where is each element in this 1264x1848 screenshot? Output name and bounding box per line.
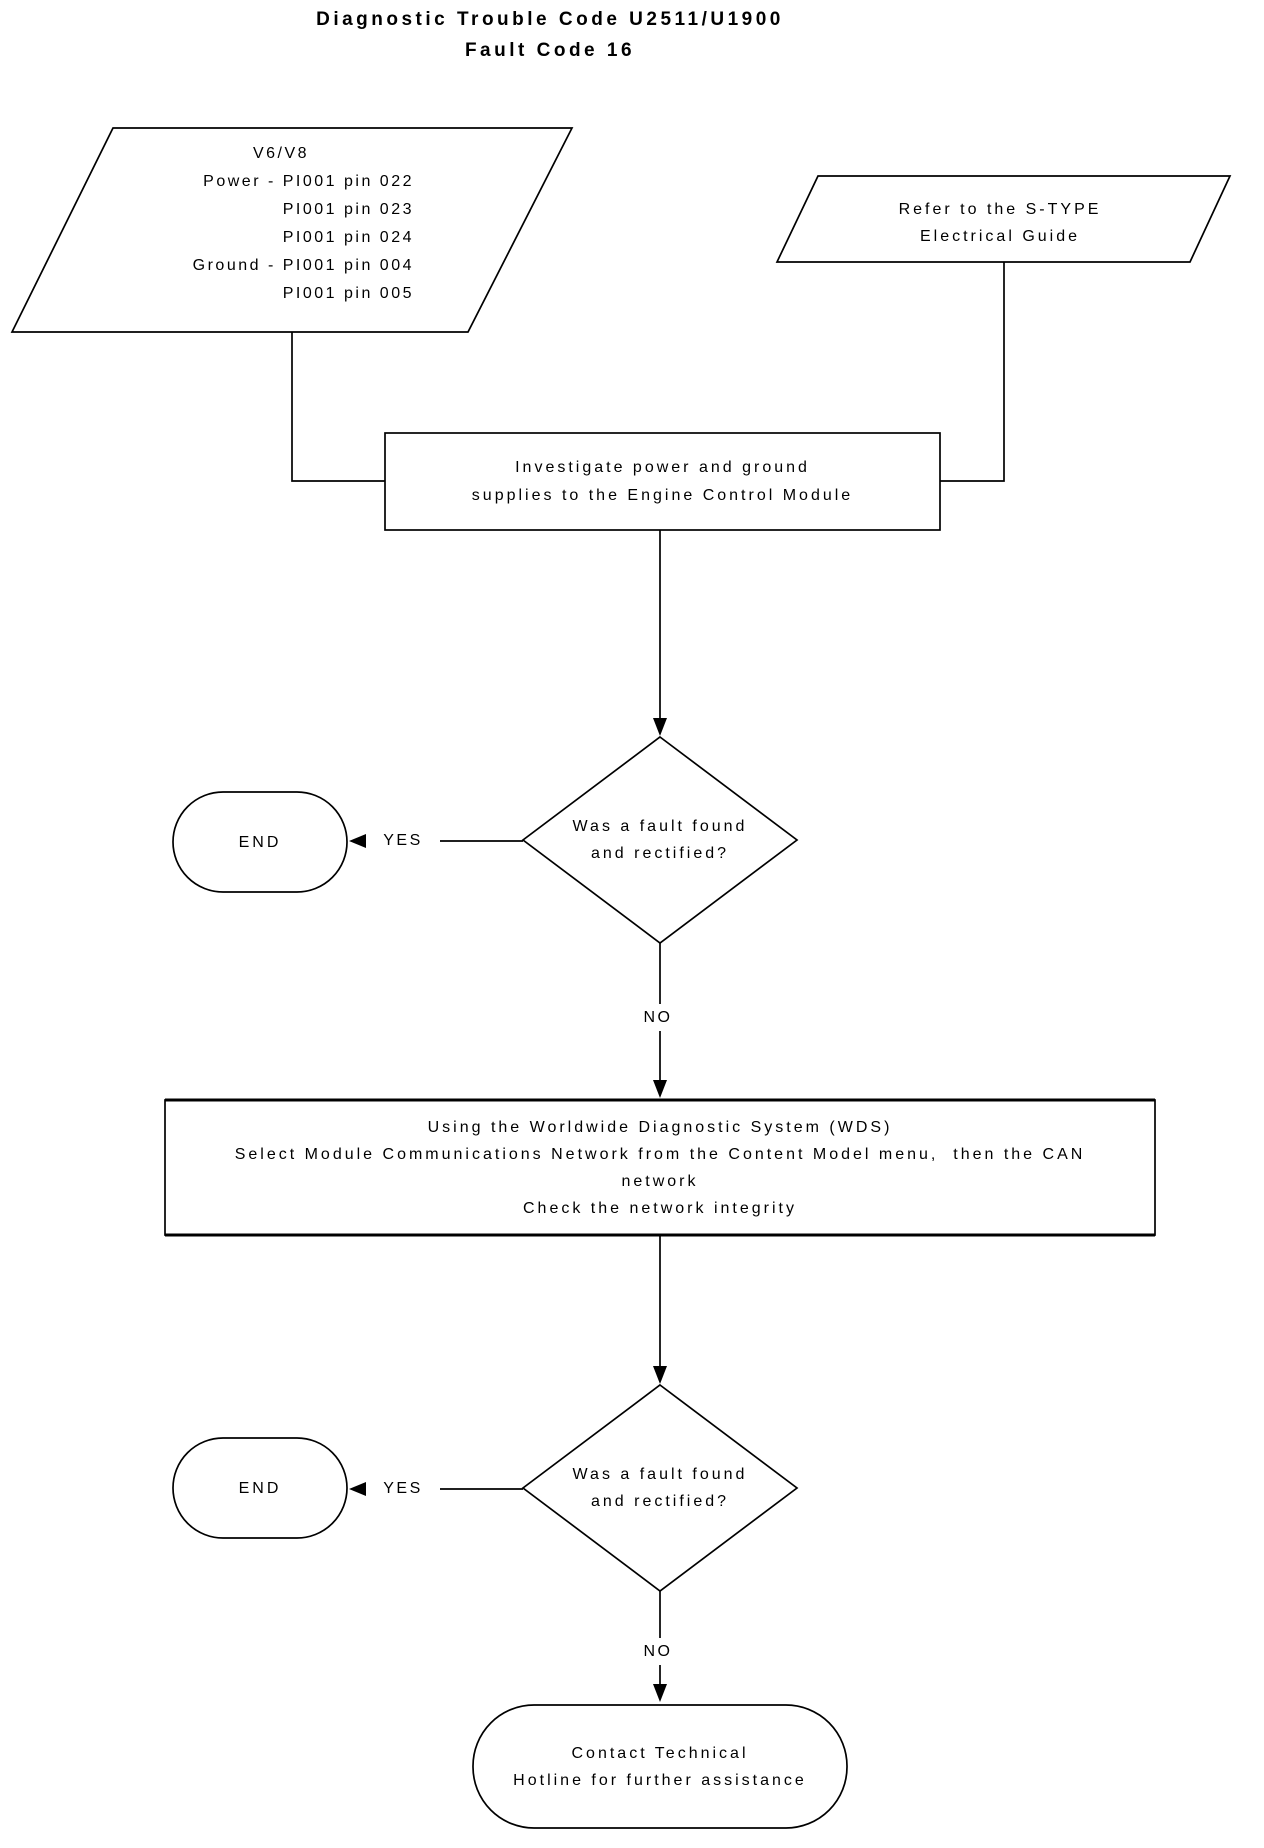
node-electrical-guide: Refer to the S-TYPE Electrical Guide	[830, 196, 1170, 250]
node-investigate: Investigate power and ground supplies to…	[385, 433, 940, 530]
edge-label-yes-2: YES	[366, 1476, 440, 1502]
pin-info-line: V6/V8	[252, 145, 310, 162]
node-pin-info: V6/V8 Power - PI001 pin 022 PI001 pin 02…	[148, 140, 414, 308]
wds-line: network	[621, 1172, 699, 1190]
decision-fault-1-line: and rectified?	[590, 845, 730, 862]
decision-fault-2-line: and rectified?	[590, 1493, 730, 1510]
arrowhead-decision2	[653, 1366, 667, 1384]
connector-guide-to-investigate	[940, 262, 1005, 482]
node-contact-hotline: Contact Technical Hotline for further as…	[473, 1705, 847, 1828]
investigate-line: supplies to the Engine Control Module	[471, 486, 854, 504]
node-end-1: END	[173, 792, 347, 892]
arrowhead-decision1	[653, 718, 667, 736]
parallelogram-electrical-guide-shape	[775, 175, 1232, 263]
electrical-guide-line: Electrical Guide	[919, 228, 1081, 245]
wds-line: Check the network integrity	[523, 1199, 797, 1217]
investigate-line: Investigate power and ground	[515, 458, 810, 476]
end-2-label: END	[238, 1479, 282, 1497]
connector-pin-info-to-investigate	[291, 332, 385, 482]
edge-label-yes-1: YES	[366, 828, 440, 854]
pin-info-line: Power - PI001 pin 022	[203, 173, 414, 190]
end-1-label: END	[238, 833, 282, 851]
pin-info-line: PI001 pin 024	[282, 229, 414, 246]
terminator-hotline-shape	[472, 1704, 848, 1829]
page-title-line1: Diagnostic Trouble Code U2511/U1900	[316, 9, 784, 30]
terminator-end-2-shape	[172, 1437, 348, 1539]
arrowhead-hotline	[653, 1684, 667, 1702]
wds-line: Select Module Communications Network fro…	[234, 1145, 1086, 1163]
decision-fault-1-line: Was a fault found	[572, 818, 748, 835]
arrowhead-end2	[349, 1482, 366, 1496]
decision-fault-2-line: Was a fault found	[572, 1466, 748, 1483]
parallelogram-pin-info-shape	[10, 127, 574, 333]
terminator-end-1-shape	[172, 791, 348, 893]
pin-info-line: PI001 pin 005	[282, 285, 414, 302]
edge-label-no-1: NO	[632, 1004, 684, 1031]
pin-info-line: Ground - PI001 pin 004	[192, 257, 414, 274]
arrowhead-end1	[349, 834, 366, 848]
edge-label-no-2: NO	[632, 1638, 684, 1665]
contact-hotline-line: Contact Technical	[571, 1744, 749, 1762]
node-decision-fault-2: Was a fault found and rectified?	[523, 1385, 797, 1591]
page-title-line2: Fault Code 16	[464, 40, 636, 61]
wds-line: Using the Worldwide Diagnostic System (W…	[427, 1118, 893, 1136]
node-end-2: END	[173, 1438, 347, 1538]
page-title: Diagnostic Trouble Code U2511/U1900 Faul…	[140, 4, 960, 66]
contact-hotline-line: Hotline for further assistance	[513, 1771, 807, 1789]
arrowhead-wds	[653, 1080, 667, 1098]
node-decision-fault-1: Was a fault found and rectified?	[523, 737, 797, 943]
node-wds: Using the Worldwide Diagnostic System (W…	[165, 1100, 1155, 1235]
electrical-guide-line: Refer to the S-TYPE	[898, 201, 1102, 218]
pin-info-line: PI001 pin 023	[282, 201, 414, 218]
